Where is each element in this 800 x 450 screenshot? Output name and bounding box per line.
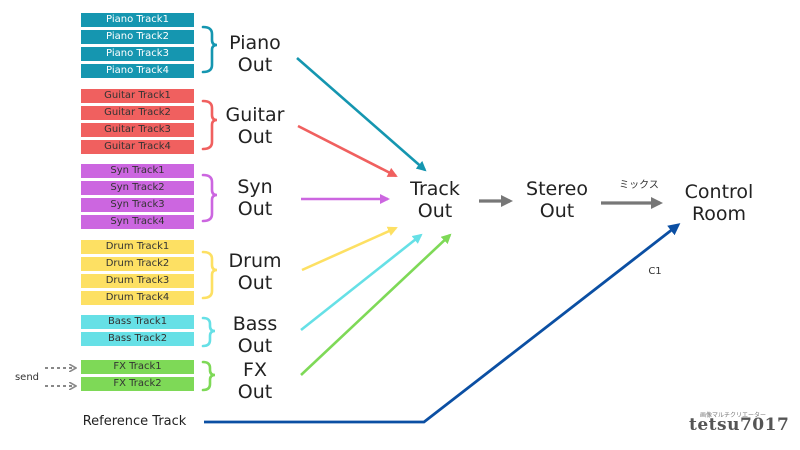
drum-track-4: Drum Track4 [81, 291, 194, 305]
bass-track-2: Bass Track2 [81, 332, 194, 346]
piano-brace [201, 25, 218, 74]
piano-track-1: Piano Track1 [81, 13, 194, 27]
drum-track-3: Drum Track3 [81, 274, 194, 288]
guitar-to-trackout-arrow [297, 124, 398, 178]
drum-track-1: Drum Track1 [81, 240, 194, 254]
bass-track-1: Bass Track1 [81, 315, 194, 329]
watermark-subtitle: 画像マルチクリエーター [700, 412, 767, 419]
guitar-track-4: Guitar Track4 [81, 140, 194, 154]
fx-to-trackout-arrow [300, 233, 452, 376]
piano-track-3: Piano Track3 [81, 47, 194, 61]
drum-to-trackout-arrow [301, 226, 398, 272]
syn-track-2: Syn Track2 [81, 181, 194, 195]
guitar-track-1: Guitar Track1 [81, 89, 194, 103]
guitar-track-2: Guitar Track2 [81, 106, 194, 120]
syn-brace [201, 173, 218, 223]
reference-track-label: Reference Track [82, 414, 187, 429]
bass-brace [201, 316, 216, 348]
fx-track-1: FX Track1 [81, 360, 194, 374]
piano-track-4: Piano Track4 [81, 64, 194, 78]
syn-track-1: Syn Track1 [81, 164, 194, 178]
guitar-brace [201, 99, 218, 151]
syn-track-4: Syn Track4 [81, 215, 194, 229]
piano-track-2: Piano Track2 [81, 30, 194, 44]
watermark-name: tetsu7017 [689, 415, 790, 435]
c1-label: C1 [648, 266, 662, 277]
bass-to-trackout-arrow [300, 233, 423, 332]
syn-track-3: Syn Track3 [81, 198, 194, 212]
reference-track-arrow [204, 223, 681, 424]
piano-to-trackout-arrow [296, 57, 427, 172]
send-label: send [14, 372, 40, 383]
fx-track-2: FX Track2 [81, 377, 194, 391]
mix-label: ミックス [619, 180, 659, 191]
guitar-track-3: Guitar Track3 [81, 123, 194, 137]
drum-brace [201, 250, 218, 300]
drum-track-2: Drum Track2 [81, 257, 194, 271]
fx-brace [201, 360, 216, 392]
